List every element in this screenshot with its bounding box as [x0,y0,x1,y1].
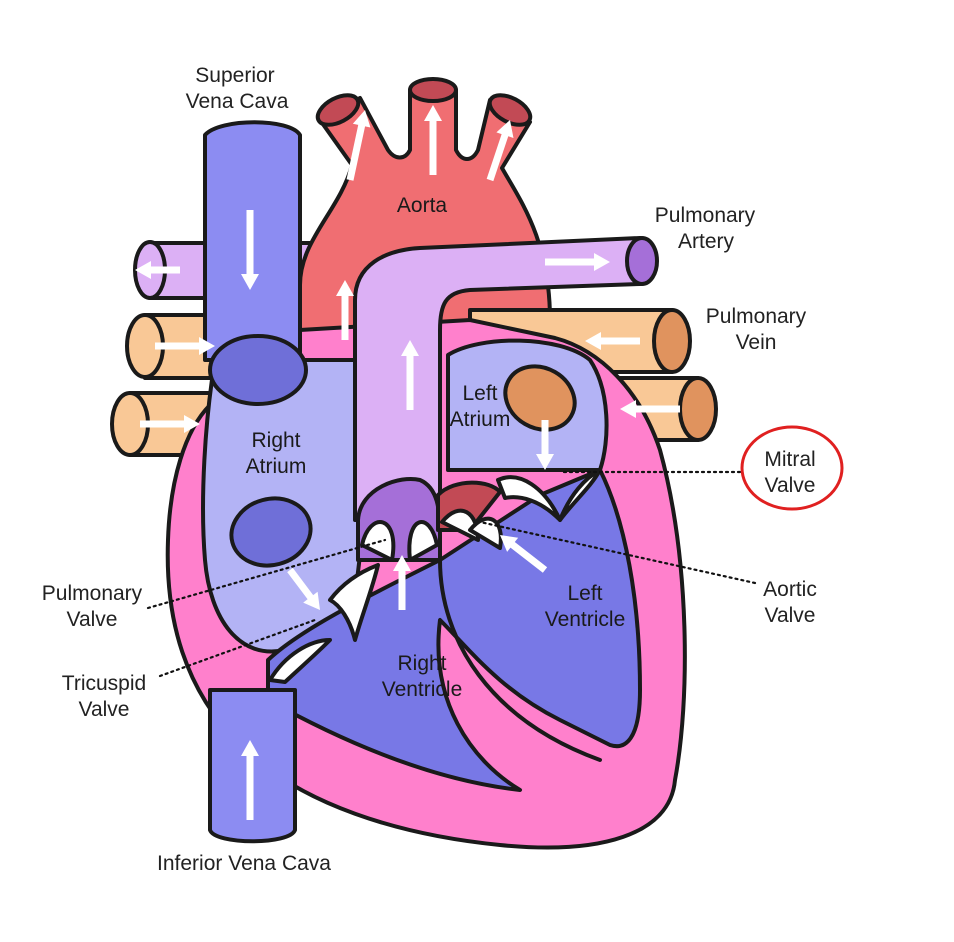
flow-arrow-13 [620,400,680,418]
label-tricuspid-valve-line2: Valve [79,698,130,721]
label-mitral-valve-line2: Valve [765,474,816,497]
label-aortic-valve-line1: Aortic [763,578,817,601]
label-mitral-valve-line1: Mitral [764,448,815,471]
flow-arrow-12 [585,332,640,350]
label-right-atrium: Right Atrium [246,429,307,478]
right-atrium-ivc-opening [229,496,313,568]
flow-arrow-5 [140,415,200,433]
mitral-valve-highlight-circle [740,425,844,511]
flow-arrow-9 [336,280,354,340]
label-pulmonary-artery-line1: Pulmonary [655,204,756,227]
label-superior-vena-cava-line1: Superior [195,64,274,87]
label-left-ventricle-line1: Left [567,582,602,605]
flow-arrow-11 [545,253,610,271]
pulmonary-valve [356,477,442,562]
label-pulmonary-artery-line2: Artery [678,230,735,253]
label-left-atrium: Left Atrium [450,382,511,431]
label-inferior-vena-cava: Inferior Vena Cava [157,852,331,875]
flow-arrow-16 [393,555,411,610]
flow-arrow-1 [241,210,259,290]
flow-arrow-3 [135,261,180,279]
flow-arrow-17 [500,535,548,573]
label-pulmonary-valve: Pulmonary Valve [42,582,143,631]
label-pulmonary-vein: Pulmonary Vein [706,305,807,354]
label-superior-vena-cava-line2: Vena Cava [186,90,289,113]
flow-arrow-7 [424,105,442,175]
label-tricuspid-valve-line1: Tricuspid [62,672,146,695]
label-aorta: Aorta [397,194,448,217]
label-aortic-valve: Aortic Valve [763,578,817,627]
label-right-ventricle: Right Ventricle [382,652,463,701]
label-right-atrium-line2: Atrium [246,455,307,478]
label-pulmonary-vein-line2: Vein [736,331,777,354]
flow-arrow-4 [155,337,215,355]
label-pulmonary-valve-line2: Valve [67,608,118,631]
label-right-ventricle-line1: Right [397,652,446,675]
label-aortic-valve-line2: Valve [765,604,816,627]
label-superior-vena-cava: Superior Vena Cava [186,64,289,113]
left-atrium-vein-opening [503,364,577,432]
label-left-atrium-line1: Left [462,382,497,405]
flow-arrows [135,105,680,820]
mitral-valve [496,468,602,522]
aortic-valve [436,480,503,550]
flow-arrow-14 [536,420,554,470]
flow-arrow-10 [401,340,419,410]
flow-arrow-15 [287,567,320,610]
flow-arrow-6 [346,110,371,181]
label-right-atrium-line1: Right [251,429,300,452]
label-right-ventricle-line2: Ventricle [382,678,463,701]
label-pulmonary-valve-line1: Pulmonary [42,582,143,605]
label-pulmonary-vein-line1: Pulmonary [706,305,807,328]
label-mitral-valve: Mitral Valve [740,425,844,511]
label-left-atrium-line2: Atrium [450,408,511,431]
flow-arrow-8 [486,120,514,182]
label-left-ventricle-line2: Ventricle [545,608,626,631]
label-tricuspid-valve: Tricuspid Valve [62,672,146,721]
label-left-ventricle: Left Ventricle [545,582,626,631]
pulmonary-artery-trunk [353,236,659,522]
leader-lines [146,470,757,678]
flow-arrow-2 [241,740,259,820]
label-pulmonary-artery: Pulmonary Artery [655,204,756,253]
tricuspid-valve [268,563,380,684]
